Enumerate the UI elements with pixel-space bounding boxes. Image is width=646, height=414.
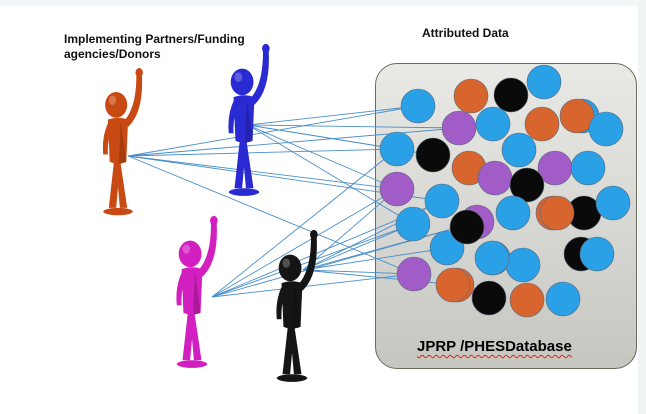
partners-heading: Implementing Partners/Funding agencies/D… — [64, 32, 245, 61]
figure-orange-head-highlight — [108, 95, 117, 105]
figure-black-torso — [281, 281, 303, 329]
attributed-data-heading: Attributed Data — [422, 26, 509, 40]
connection-line — [247, 124, 414, 225]
figure-orange-base — [103, 207, 133, 216]
data-dot-blue — [400, 88, 436, 124]
connection-line — [302, 223, 414, 271]
data-dot-blue — [588, 111, 624, 147]
figure-black-fist — [310, 229, 318, 240]
figure-magenta-head-highlight — [182, 244, 191, 254]
data-dot-blue — [379, 131, 415, 167]
data-dot-purple — [441, 110, 477, 146]
figure-black-head — [278, 254, 302, 282]
figure-black — [276, 229, 318, 382]
figure-blue-torso — [233, 95, 255, 143]
connection-line — [302, 247, 448, 271]
figure-orange-torso-shade — [118, 121, 127, 164]
connection-line — [127, 155, 415, 275]
figure-magenta-fist — [210, 215, 218, 226]
data-dot-purple — [379, 171, 415, 207]
figure-black-leg-right — [290, 323, 302, 375]
figure-blue-arm-raised — [249, 51, 269, 105]
figure-blue-fist — [262, 43, 270, 54]
figure-blue — [228, 43, 270, 196]
data-dot-orange — [435, 267, 471, 303]
connection-line — [127, 105, 419, 157]
figure-black-head-highlight — [282, 258, 291, 268]
figure-magenta-arm-raised — [197, 223, 217, 277]
figure-blue-arm-down — [228, 99, 240, 134]
data-dot-blue — [424, 183, 460, 219]
connection-line — [247, 124, 398, 190]
data-dot-blue — [526, 64, 562, 100]
connection-line — [247, 105, 419, 126]
data-dot-blue — [505, 247, 541, 283]
figure-orange-torso — [107, 117, 129, 164]
figure-black-base — [276, 374, 308, 382]
data-dot-blue — [395, 206, 431, 242]
data-dot-purple — [396, 256, 432, 292]
figure-black-torso-shade — [292, 285, 301, 329]
figure-blue-head-highlight — [234, 72, 243, 82]
connection-line — [302, 188, 398, 271]
data-dot-blue — [495, 195, 531, 231]
slide-top-band — [0, 0, 646, 6]
figure-black-arm-down — [276, 285, 288, 320]
connection-line — [127, 148, 398, 157]
figure-magenta — [176, 215, 218, 368]
figure-black-arm-raised — [297, 237, 317, 291]
data-dot-orange — [524, 106, 560, 142]
data-dot-black — [449, 209, 485, 245]
database-label: JPRP /PHESDatabase — [417, 338, 572, 355]
figure-magenta-head — [178, 240, 202, 268]
data-dot-orange — [559, 98, 595, 134]
connection-line — [302, 221, 478, 271]
data-dot-blue — [570, 150, 606, 186]
connection-line — [247, 124, 460, 129]
connection-line — [127, 155, 398, 190]
figure-magenta-base — [176, 360, 208, 368]
data-dot-blue — [474, 240, 510, 276]
data-dot-black — [415, 137, 451, 173]
data-dots — [379, 64, 631, 318]
data-dot-black — [471, 280, 507, 316]
figure-magenta-leg-right — [190, 309, 202, 361]
figure-orange — [102, 68, 143, 216]
data-dot-blue — [475, 106, 511, 142]
data-dot-blue — [501, 132, 537, 168]
connection-line — [211, 188, 398, 298]
data-dot-black — [493, 77, 529, 113]
figure-blue-leg-right — [242, 137, 254, 189]
figure-blue-head — [230, 68, 254, 96]
figure-orange-head — [105, 91, 128, 118]
connection-line — [211, 148, 398, 298]
figure-orange-arm-down — [102, 121, 114, 155]
figure-magenta-torso-shade — [192, 271, 201, 315]
data-dot-black — [509, 167, 545, 203]
data-dot-blue — [579, 236, 615, 272]
figure-blue-torso-shade — [244, 99, 253, 143]
connection-line — [302, 269, 458, 286]
figure-blue-base — [228, 188, 260, 196]
figure-magenta-arm-down — [176, 271, 188, 306]
figure-orange-fist — [135, 68, 143, 78]
figures — [102, 43, 318, 382]
connection-line — [302, 269, 415, 275]
figure-magenta-torso — [181, 267, 203, 315]
data-dot-blue — [545, 281, 581, 317]
data-dot-orange — [453, 78, 489, 114]
slide-right-band — [638, 0, 646, 414]
data-dot-orange — [509, 282, 545, 318]
figure-orange-arm-raised — [123, 75, 143, 127]
data-dot-blue — [595, 185, 631, 221]
connection-line — [127, 127, 460, 157]
data-dot-purple — [477, 160, 513, 196]
figure-orange-leg-right — [116, 158, 128, 208]
data-dot-orange — [539, 195, 575, 231]
